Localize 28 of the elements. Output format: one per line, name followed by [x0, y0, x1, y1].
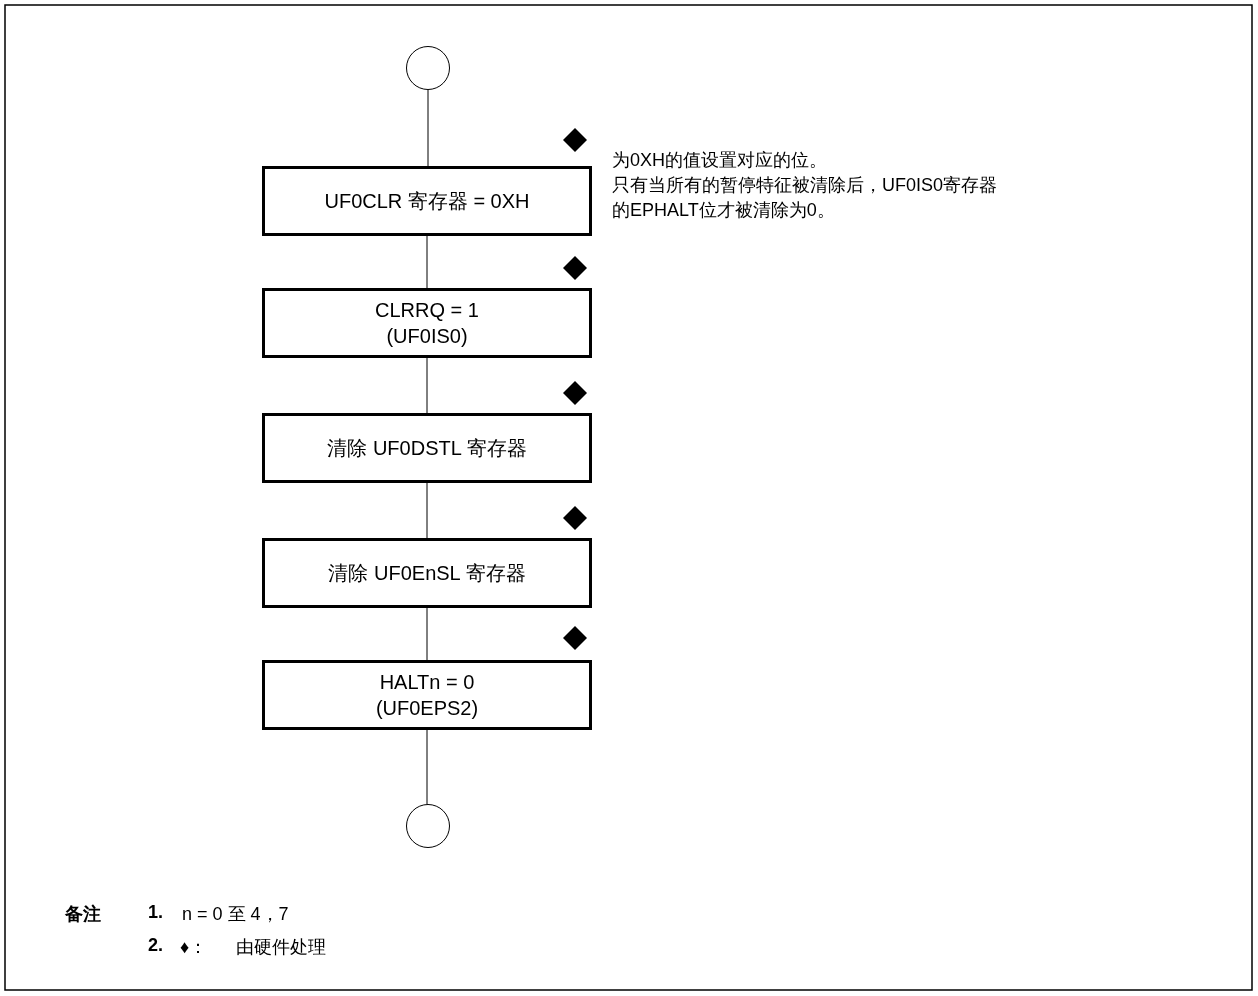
process-box — [262, 288, 592, 358]
connector-line — [426, 482, 428, 539]
process-box — [262, 166, 592, 236]
connector-line — [426, 607, 428, 661]
note-line: 只有当所有的暂停特征被清除后，UF0IS0寄存器的EPHALT位才被清除为0。 — [612, 174, 999, 222]
note-text: n = 0 至 4，7 — [182, 903, 289, 926]
terminal-circle — [406, 804, 450, 848]
box-text: UF0CLR 寄存器 = 0XH — [324, 189, 530, 214]
connector-line — [426, 357, 428, 414]
note-line: 为0XH的值设置对应的位。 — [612, 149, 828, 172]
note-number: 2. — [148, 935, 163, 956]
box-text: (UF0EPS2) — [375, 696, 479, 721]
box-text: 清除 UF0DSTL 寄存器 — [327, 436, 527, 461]
process-box — [262, 413, 592, 483]
note-number: 1. — [148, 902, 163, 923]
process-box — [262, 660, 592, 730]
box-text: CLRRQ = 1 — [375, 298, 479, 323]
connector-line — [427, 89, 429, 167]
connector-line — [426, 729, 428, 805]
process-box — [262, 538, 592, 608]
box-text: 清除 UF0EnSL 寄存器 — [328, 561, 526, 586]
note-text: 由硬件处理 — [236, 936, 326, 959]
connector-line — [426, 235, 428, 289]
note-symbol: ♦： — [180, 936, 208, 959]
terminal-circle — [406, 46, 450, 90]
box-text: HALTn = 0 — [379, 670, 475, 695]
box-text: (UF0IS0) — [386, 324, 468, 349]
notes-heading: 备注 — [65, 903, 101, 926]
